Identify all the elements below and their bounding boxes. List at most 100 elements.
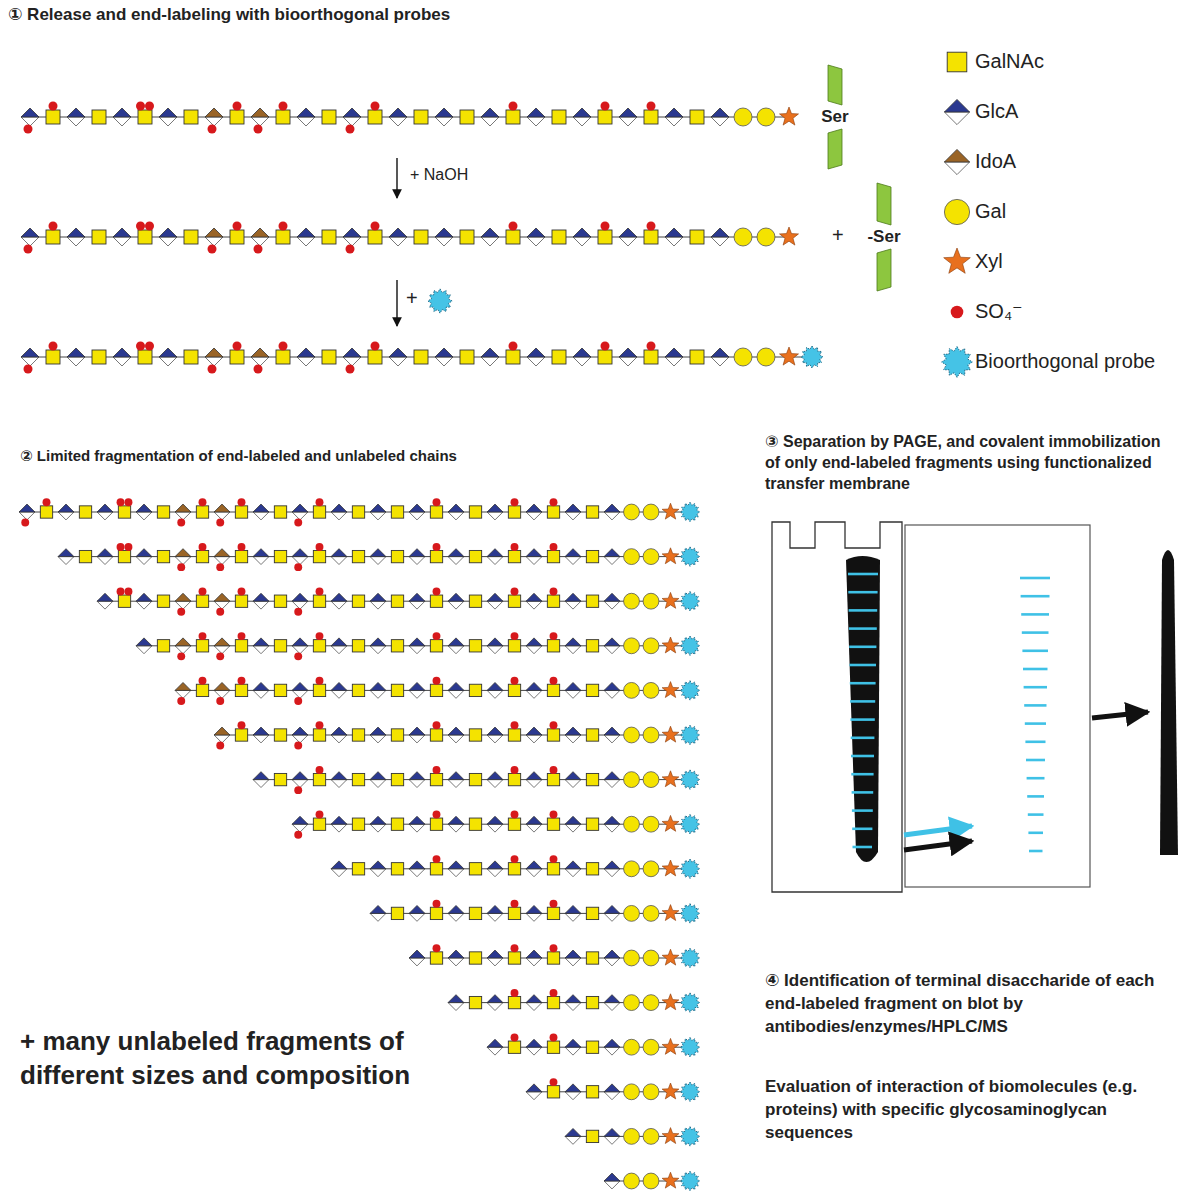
sulfate-dot [511,543,519,551]
sulfate-dot [509,102,518,111]
gal-circle [624,905,640,921]
sulfate-dot [433,766,441,774]
glca-diamond [331,816,347,824]
uronic-acid-lower [665,237,683,246]
uronic-acid-lower [175,601,191,609]
gal-circle [643,905,659,921]
gal-circle [643,1039,659,1055]
sulfate-dot [511,498,519,506]
galnac-square [552,110,566,124]
gal-circle [643,950,659,966]
galnac-square [368,110,382,124]
glca-diamond [526,1039,542,1047]
gal-circle [643,727,659,743]
glca-diamond [604,727,620,735]
uronic-acid-lower [370,869,386,877]
sulfate-dot [511,855,519,863]
galnac-square [430,550,442,562]
idoa-diamond [214,504,230,512]
legend-sample [951,306,964,319]
glca-diamond [665,228,683,237]
glca-diamond [481,228,499,237]
glca-diamond [435,108,453,117]
glca-diamond [487,504,503,512]
transfer-arrow-unlabeled [904,841,972,850]
probe-burst [680,993,699,1012]
probe-burst [680,502,699,521]
uronic-acid-lower [448,913,464,921]
gel-band [851,773,873,776]
galnac-square [547,684,559,696]
glca-diamond [297,108,315,117]
glca-diamond [565,504,581,512]
sulfate-dot [136,342,145,351]
uronic-acid-lower [97,512,113,520]
legend-label: SO₄⁻ [975,299,1023,324]
sulfate-dot [601,222,610,231]
gal-circle [624,504,640,520]
uronic-acid-lower [251,357,269,366]
glca-diamond [159,228,177,237]
uronic-acid-lower [665,117,683,126]
galnac-square [79,506,91,518]
glca-diamond [711,108,729,117]
galnac-square [138,230,152,244]
galnac-square [469,684,481,696]
sulfate-dot [145,102,154,111]
galnac-square [313,818,325,830]
galnac-square [430,863,442,875]
xyl-star [944,248,971,273]
glca-diamond [113,108,131,117]
galnac-square [469,818,481,830]
galnac-square [274,640,286,652]
uronic-acid-lower [604,780,620,788]
sulfate-dot [254,125,263,134]
uronic-acid-lower [565,913,581,921]
glca-diamond [292,638,308,646]
uronic-acid-lower [67,357,85,366]
uronic-acid-lower [97,601,113,609]
sulfate-dot [233,222,242,231]
galnac-square [460,230,474,244]
sulfate-dot [511,721,519,729]
sulfate-dot [238,677,246,685]
uronic-acid-lower [665,357,683,366]
uronic-acid-lower [604,1003,620,1011]
gel-band [849,609,878,612]
glca-diamond [253,682,269,690]
idoa-diamond [175,638,191,646]
glca-diamond [370,905,386,913]
glca-diamond [565,995,581,1003]
uronic-acid-lower [487,557,503,565]
glca-diamond [565,593,581,601]
blot-band [1021,595,1050,598]
galnac-square [586,729,598,741]
glca-diamond [136,593,152,601]
galnac-square [118,506,130,518]
galnac-square [508,640,520,652]
xyl-star [662,1038,679,1054]
xyl-star [662,592,679,608]
legend-label: GalNAc [975,49,1044,74]
legend-label: Bioorthogonal probe [975,349,1155,374]
galnac-square [313,595,325,607]
glca-diamond [604,504,620,512]
blot-band [1027,777,1045,780]
residue-label: -Ser [867,227,900,247]
galnac-square [547,1041,559,1053]
uronic-acid-lower [487,690,503,698]
uronic-acid-lower [487,1003,503,1011]
glca-diamond [58,504,74,512]
sulfate-dot [433,632,441,640]
sulfate-dot [550,721,558,729]
glca-diamond [604,861,620,869]
galnac-square [276,230,290,244]
gal-circle [643,593,659,609]
uronic-acid-lower [565,646,581,654]
galnac-square [469,863,481,875]
glca-diamond [97,549,113,557]
uronic-acid-lower [159,357,177,366]
probe-burst [680,681,699,700]
gal-circle [734,348,752,366]
sulfate-dot [117,498,125,506]
